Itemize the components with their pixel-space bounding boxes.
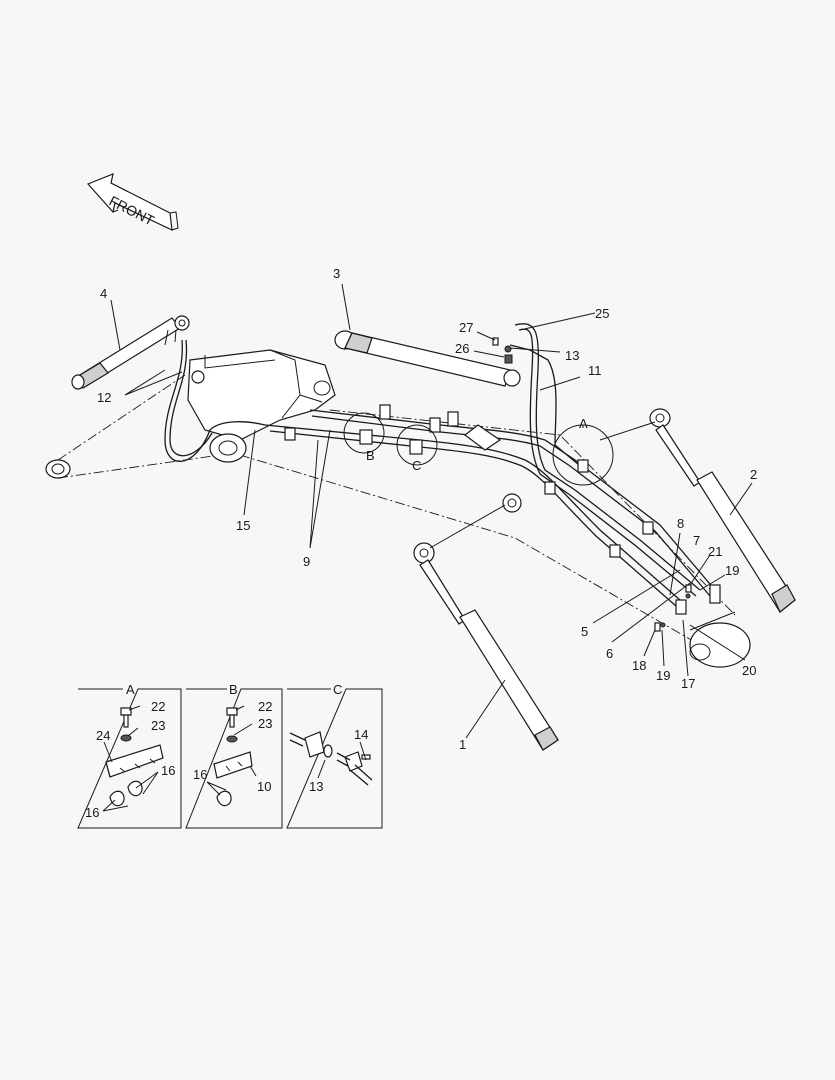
- circle-b: [343, 412, 385, 454]
- callout-17: 17: [681, 676, 695, 691]
- callout-13: 13: [565, 348, 579, 363]
- boom-clamps: [284, 404, 721, 615]
- callout-5: 5: [581, 624, 588, 639]
- detail-a-16a: 16: [161, 763, 175, 778]
- boom-foot-bracket: [187, 349, 336, 463]
- callout-7: 7: [693, 533, 700, 548]
- callout-21: 21: [708, 544, 722, 559]
- cylinder-4: [71, 315, 190, 390]
- circle-c: [396, 424, 438, 466]
- circle-label-a: A: [579, 416, 588, 431]
- callout-12: 12: [97, 390, 111, 405]
- callout-1: 1: [459, 737, 466, 752]
- callout-18: 18: [632, 658, 646, 673]
- callout-25: 25: [595, 306, 609, 321]
- cylinder-3: [334, 330, 521, 387]
- leader-lines: [110, 283, 753, 739]
- detail-c-13: 13: [309, 779, 323, 794]
- hoses-11-25: [509, 323, 701, 597]
- detail-a-24: 24: [96, 728, 110, 743]
- detail-b-23: 23: [258, 716, 272, 731]
- detail-a-23: 23: [151, 718, 165, 733]
- circle-label-b: B: [366, 448, 375, 463]
- callout-15: 15: [236, 518, 250, 533]
- callout-6: 6: [606, 646, 613, 661]
- detail-c: C 14 13: [286, 682, 383, 829]
- cylinder-1: [413, 493, 559, 751]
- cylinder-2: [649, 408, 796, 613]
- detail-b-10: 10: [257, 779, 271, 794]
- callout-20: 20: [742, 663, 756, 678]
- callout-26: 26: [455, 341, 469, 356]
- circle-label-c: C: [412, 458, 421, 473]
- front-arrow-icon: FRONT: [86, 173, 179, 232]
- callout-27: 27: [459, 320, 473, 335]
- detail-b-16: 16: [193, 767, 207, 782]
- hardware-18-21: [654, 584, 692, 632]
- callout-2: 2: [750, 467, 757, 482]
- callout-3: 3: [333, 266, 340, 281]
- callout-9: 9: [303, 554, 310, 569]
- detail-a-title: A: [126, 682, 135, 697]
- detail-c-14: 14: [354, 727, 368, 742]
- callout-19a: 19: [725, 563, 739, 578]
- detail-c-title: C: [333, 682, 342, 697]
- callout-8: 8: [677, 516, 684, 531]
- boom-outline: [45, 374, 751, 668]
- fittings-26-27: [492, 337, 513, 364]
- detail-b: B 22 23 16 10: [185, 682, 283, 829]
- callout-numbers: 4 12 3 27 26 25 13 11 A B C 2 15 9 8 7 2…: [97, 266, 757, 752]
- detail-a: A 22 23 24 16 16: [77, 682, 182, 829]
- hose-15: [164, 339, 266, 463]
- detail-b-22: 22: [258, 699, 272, 714]
- detail-b-title: B: [229, 682, 238, 697]
- detail-a-22: 22: [151, 699, 165, 714]
- callout-11: 11: [588, 363, 602, 378]
- callout-19b: 19: [656, 668, 670, 683]
- callout-4: 4: [100, 286, 107, 301]
- detail-a-16b: 16: [85, 805, 99, 820]
